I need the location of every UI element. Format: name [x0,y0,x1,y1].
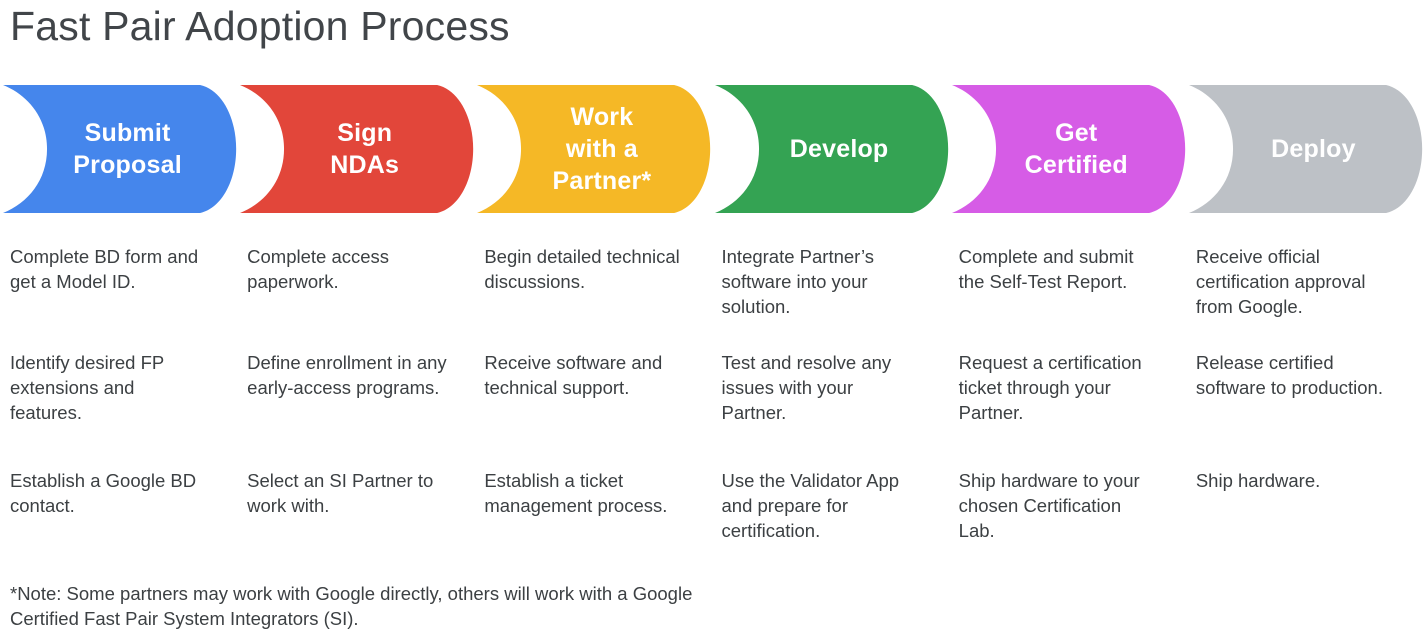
stage-submit-proposal: Submit Proposal [0,84,237,214]
page-title: Fast Pair Adoption Process [10,3,510,49]
stage-detail-deploy-2: Release certified software to production… [1195,352,1383,398]
stage-detail-submit-proposal-1: Complete BD form and get a Model ID. [10,246,199,292]
stage-detail-work-with-partner-3: Establish a ticket management process. [484,470,668,516]
stage-get-certified: Get Certified [949,84,1186,214]
stage-label-work-with-partner: Work with a Partner* [552,103,652,196]
stage-detail-get-certified-2: Request a certification ticket through y… [958,352,1142,423]
stage-detail-develop-3: Use the Validator App and prepare for ce… [721,470,900,541]
stage-develop: Develop [712,84,949,214]
stage-detail-deploy-3: Ship hardware. [1195,470,1321,492]
stage-detail-develop-1: Integrate Partner’s software into your s… [721,246,875,317]
stage-detail-work-with-partner-1: Begin detailed technical discussions. [484,246,680,292]
stage-label-get-certified: Get Certified [1024,119,1128,180]
stage-label-sign-ndas: Sign NDAs [330,119,400,180]
stage-details-grid: Complete BD form and get a Model ID. Com… [0,245,1423,543]
footnote: *Note: Some partners may work with Googl… [10,583,693,630]
stage-detail-submit-proposal-2: Identify desired FP extensions and featu… [10,352,164,423]
stage-label-develop: Develop [789,135,889,164]
stage-detail-develop-2: Test and resolve any issues with your Pa… [721,352,892,423]
stage-sign-ndas: Sign NDAs [237,84,474,214]
stage-label-submit-proposal: Submit Proposal [73,119,182,180]
stage-detail-sign-ndas-1: Complete access paperwork. [247,246,390,292]
stage-shape-deploy [1188,85,1422,214]
stage-detail-submit-proposal-3: Establish a Google BD contact. [10,470,197,516]
stage-shape-work-with-partner [477,85,711,214]
process-stages: Submit Proposal Sign NDAs Work with a Pa… [0,84,1423,214]
stage-shape-sign-ndas [240,85,474,214]
stage-detail-get-certified-1: Complete and submit the Self-Test Report… [958,246,1134,292]
stage-detail-sign-ndas-3: Select an SI Partner to work with. [247,470,434,516]
stage-work-with-partner: Work with a Partner* [474,84,711,214]
stage-shape-develop [714,85,948,214]
stage-shape-get-certified [951,85,1185,214]
stage-shape-submit-proposal [3,85,237,214]
stage-detail-get-certified-3: Ship hardware to your chosen Certificati… [958,470,1140,541]
stage-deploy: Deploy [1186,84,1423,214]
stage-detail-work-with-partner-2: Receive software and technical support. [484,352,663,398]
stage-detail-sign-ndas-2: Define enrollment in any early-access pr… [247,352,447,398]
stage-label-deploy: Deploy [1271,135,1356,164]
stage-detail-deploy-1: Receive official certification approval … [1195,246,1366,317]
